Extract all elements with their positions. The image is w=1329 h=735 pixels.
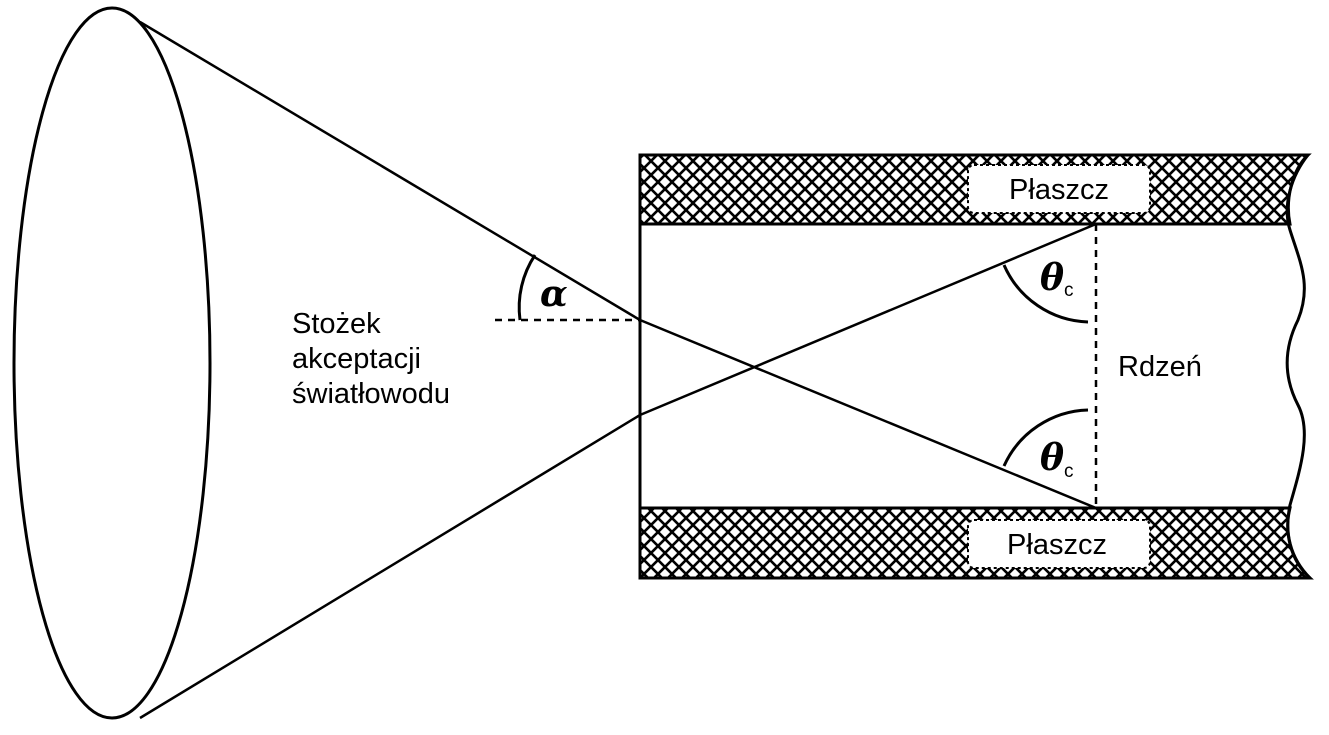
cone-base-ellipse <box>12 6 212 720</box>
theta-top-label: θ <box>1040 257 1064 299</box>
ray-down <box>639 318 1097 510</box>
theta-top-subscript: c <box>1064 280 1074 301</box>
cladding-top-label-box <box>967 164 1151 214</box>
cladding-bottom-label-box <box>967 519 1151 569</box>
cone-label-line3: światłowodu <box>292 378 450 410</box>
fiber-break-line <box>1285 154 1312 580</box>
cone-label-line1: Stożek <box>292 308 381 340</box>
theta-bottom-label: θ <box>1040 437 1064 479</box>
cladding-bottom-label: Płaszcz <box>1007 529 1107 561</box>
cone-edge-top <box>139 20 641 322</box>
theta-bottom-angle-arc <box>1002 408 1089 467</box>
cone-edge-bottom <box>139 413 641 720</box>
core-label: Rdzeń <box>1118 351 1202 383</box>
alpha-label: α <box>540 273 568 315</box>
theta-top-angle-arc <box>1002 264 1089 324</box>
alpha-angle-arc <box>517 254 537 321</box>
cone-label-line2: akceptacji <box>292 343 421 375</box>
cladding-top-label: Płaszcz <box>1009 174 1109 206</box>
ray-up <box>639 222 1097 417</box>
theta-bottom-subscript: c <box>1064 461 1074 482</box>
